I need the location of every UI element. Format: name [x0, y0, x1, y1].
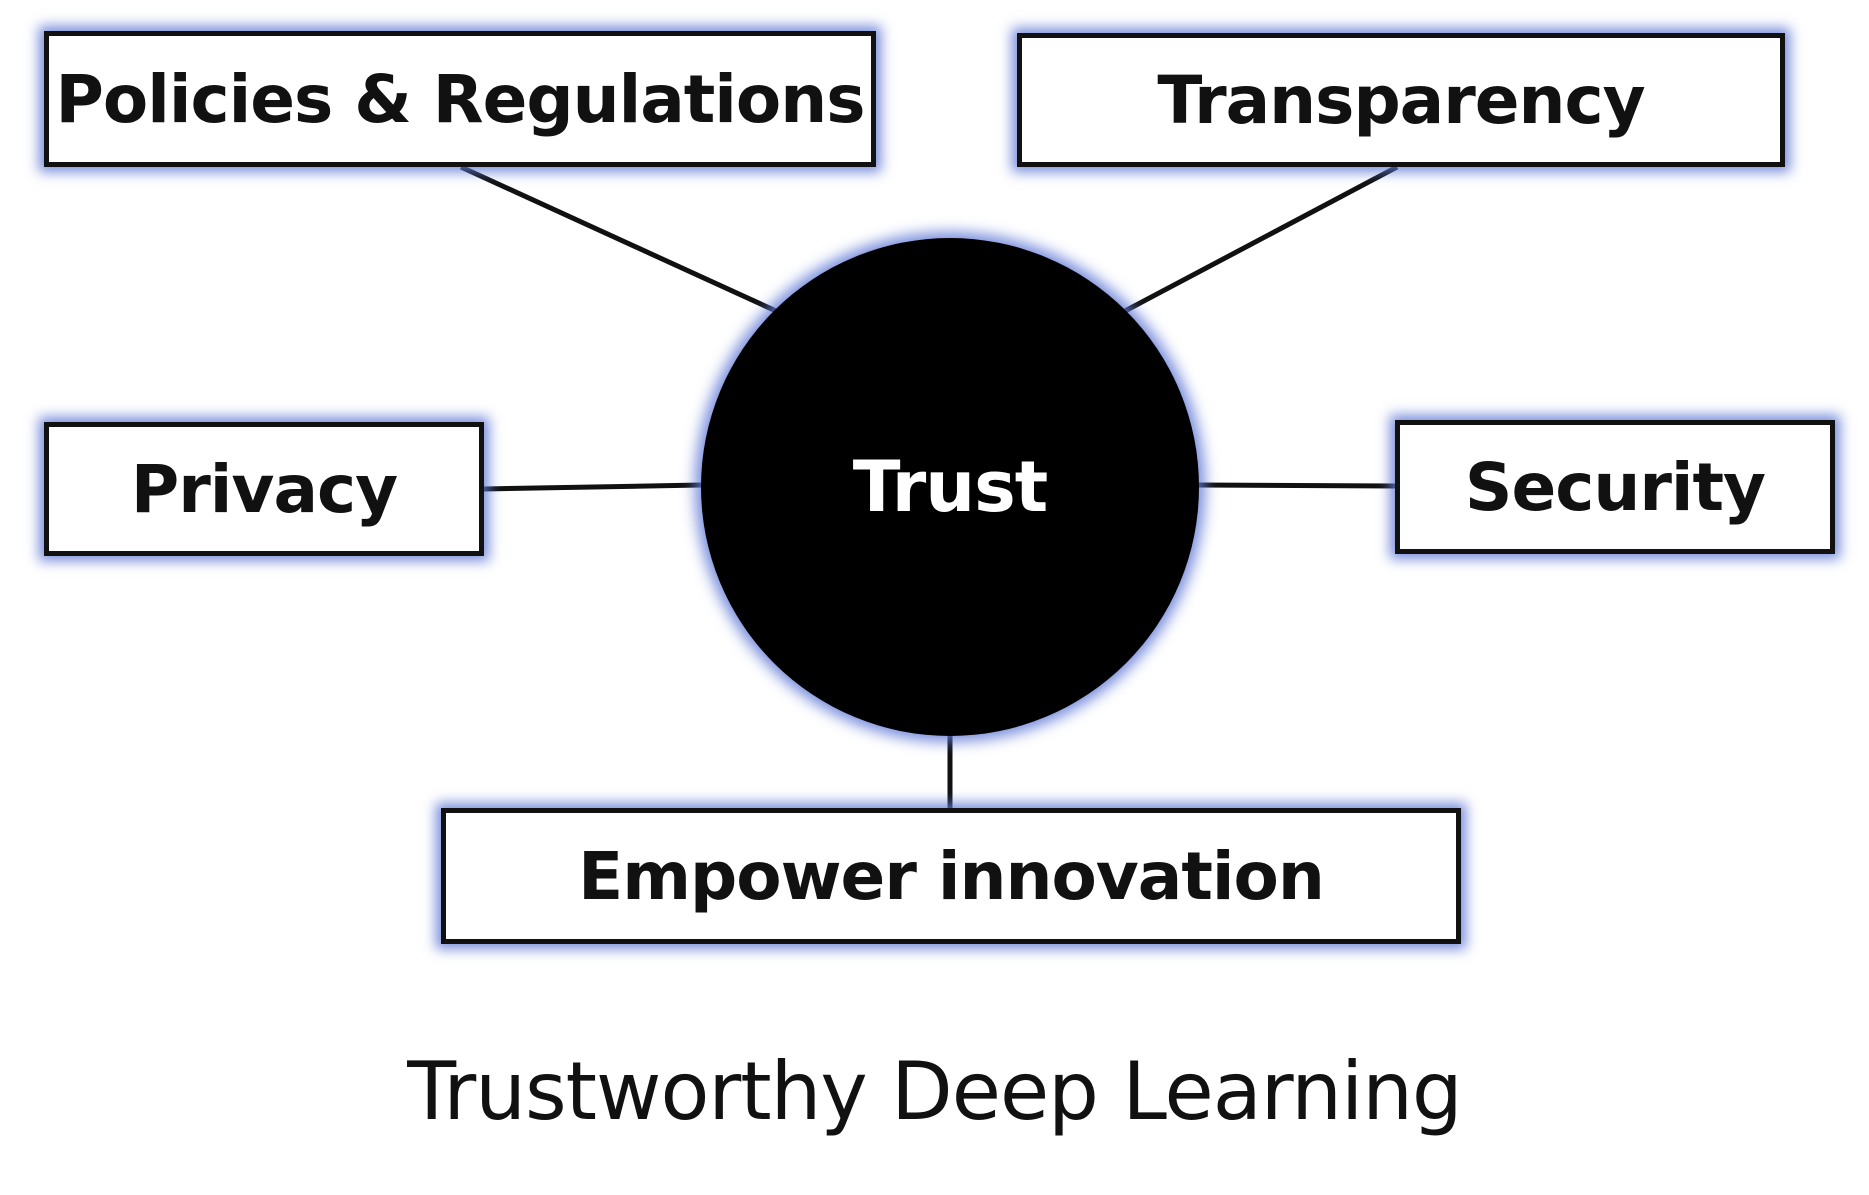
diagram-caption: Trustworthy Deep Learning — [407, 1045, 1462, 1138]
connector-transparency — [1123, 164, 1399, 314]
node-privacy: Privacy — [44, 422, 484, 556]
node-security: Security — [1395, 420, 1835, 554]
node-label: Security — [1464, 448, 1766, 526]
node-label: Transparency — [1157, 61, 1645, 139]
connector-security — [1198, 482, 1396, 489]
node-empower-innovation: Empower innovation — [441, 808, 1461, 944]
node-policies-regulations: Policies & Regulations — [44, 31, 876, 167]
node-label: Privacy — [130, 450, 398, 528]
node-label: Empower innovation — [578, 837, 1325, 915]
connector-privacy — [483, 482, 702, 492]
node-label: Policies & Regulations — [55, 60, 865, 138]
node-transparency: Transparency — [1017, 33, 1785, 167]
hub-trust-circle: Trust — [701, 238, 1199, 736]
connector-policies — [459, 164, 778, 314]
hub-label: Trust — [852, 446, 1049, 528]
